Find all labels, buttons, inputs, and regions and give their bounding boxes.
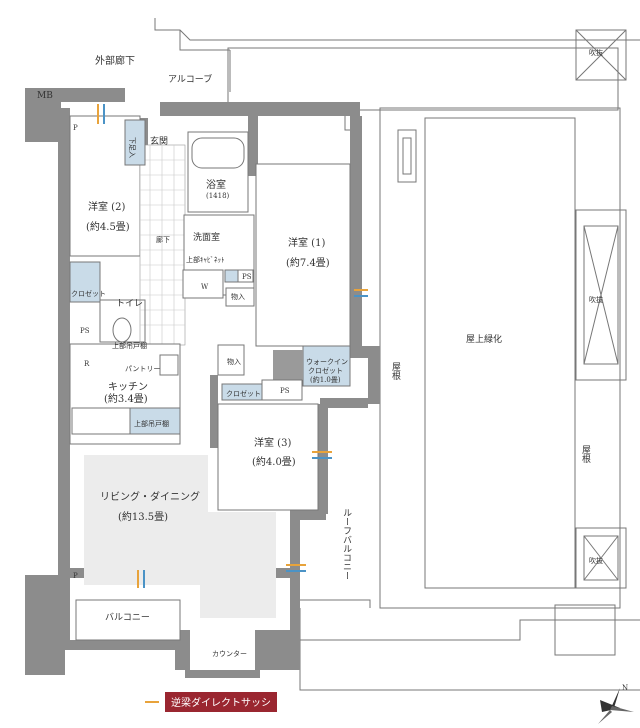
label-bathroom: 浴室 xyxy=(206,178,226,191)
walk-in-closet xyxy=(302,345,351,387)
label-void-mid: 吹抜 xyxy=(589,295,603,304)
void-mid xyxy=(575,209,627,381)
label-outer-corridor: 外部廊下 xyxy=(95,54,135,67)
label-kitchen-size: (約3.4畳) xyxy=(104,392,148,405)
label-ps-left: PS xyxy=(80,327,90,335)
label-void-top: 吹抜 xyxy=(589,48,603,57)
label-w: W xyxy=(201,283,209,291)
label-corridor: 廊下 xyxy=(156,235,170,244)
label-washroom: 洗面室 xyxy=(193,231,220,243)
label-western3: 洋室 (3) xyxy=(254,436,291,449)
label-roof-left: 屋根 xyxy=(390,362,401,381)
roof-area xyxy=(154,18,640,691)
label-roof-balcony: ルーフバルコニー xyxy=(341,508,352,580)
label-upper-cabinet: 上部ｷｬﾋﾞﾈｯﾄ xyxy=(186,255,225,264)
label-closet-w3: クロゼット xyxy=(226,389,261,398)
label-wic-size: (約1.0畳) xyxy=(310,375,341,384)
label-p-bottom: P xyxy=(73,572,78,580)
label-mb: MB xyxy=(37,91,53,101)
roof-greening-area xyxy=(424,117,576,589)
direct-sashes xyxy=(97,104,368,588)
label-kitchen: キッチン xyxy=(108,381,148,393)
north-arrow: N xyxy=(598,684,634,724)
roof-fixture xyxy=(397,129,417,183)
walls xyxy=(25,88,380,678)
north-label: N xyxy=(622,684,628,692)
label-void-bottom: 吹抜 xyxy=(589,556,603,565)
label-bathroom-size: (1418) xyxy=(206,192,230,200)
label-r: R xyxy=(84,360,90,368)
label-living: リビング・ダイニング xyxy=(100,490,200,503)
label-roof-greening: 屋上緑化 xyxy=(466,333,502,345)
label-upper-shelf-kitchen: 上部吊戸棚 xyxy=(134,419,169,428)
kitchen-counter xyxy=(129,407,181,435)
label-closet-left: クロゼット xyxy=(71,289,106,298)
label-balcony: バルコニー xyxy=(105,612,150,623)
legend: 逆梁ダイレクトサッシ xyxy=(145,692,277,712)
label-western2-size: (約4.5畳) xyxy=(86,220,130,233)
label-ps-mid: PS xyxy=(280,387,290,395)
label-pantry: パントリー xyxy=(125,365,160,373)
label-alcove: アルコーブ xyxy=(168,73,212,85)
label-western1: 洋室 (1) xyxy=(288,236,325,249)
label-western3-size: (約4.0畳) xyxy=(252,455,296,468)
label-counter: カウンター xyxy=(212,649,247,658)
label-p-top: P xyxy=(73,124,78,132)
label-living-size: (約13.5畳) xyxy=(118,510,168,523)
rooms xyxy=(69,115,351,641)
void-bottom xyxy=(575,527,627,589)
label-storage-upper: 物入 xyxy=(231,292,245,301)
label-wic2: クロゼット xyxy=(308,366,343,375)
label-wic: ウォークイン xyxy=(306,358,348,366)
label-storage-mid: 物入 xyxy=(227,357,241,366)
living-floor xyxy=(84,455,276,618)
label-roof-right: 屋根 xyxy=(580,445,591,464)
label-toilet: トイレ xyxy=(116,299,143,309)
label-ps-upper: PS xyxy=(242,273,252,281)
label-shoe-box: 下足入 xyxy=(128,137,136,158)
label-entrance: 玄関 xyxy=(150,135,168,147)
room-labels: 外部廊下 アルコーブ MB 玄関 下足入 浴室 (1418) 洋室 (1) (約… xyxy=(37,48,603,658)
void-top xyxy=(575,29,627,81)
label-upper-shelf-toilet: 上部吊戸棚 xyxy=(112,341,147,350)
label-western1-size: (約7.4畳) xyxy=(286,256,330,269)
legend-label: 逆梁ダイレクトサッシ xyxy=(171,696,271,709)
label-western2: 洋室 (2) xyxy=(88,200,125,213)
